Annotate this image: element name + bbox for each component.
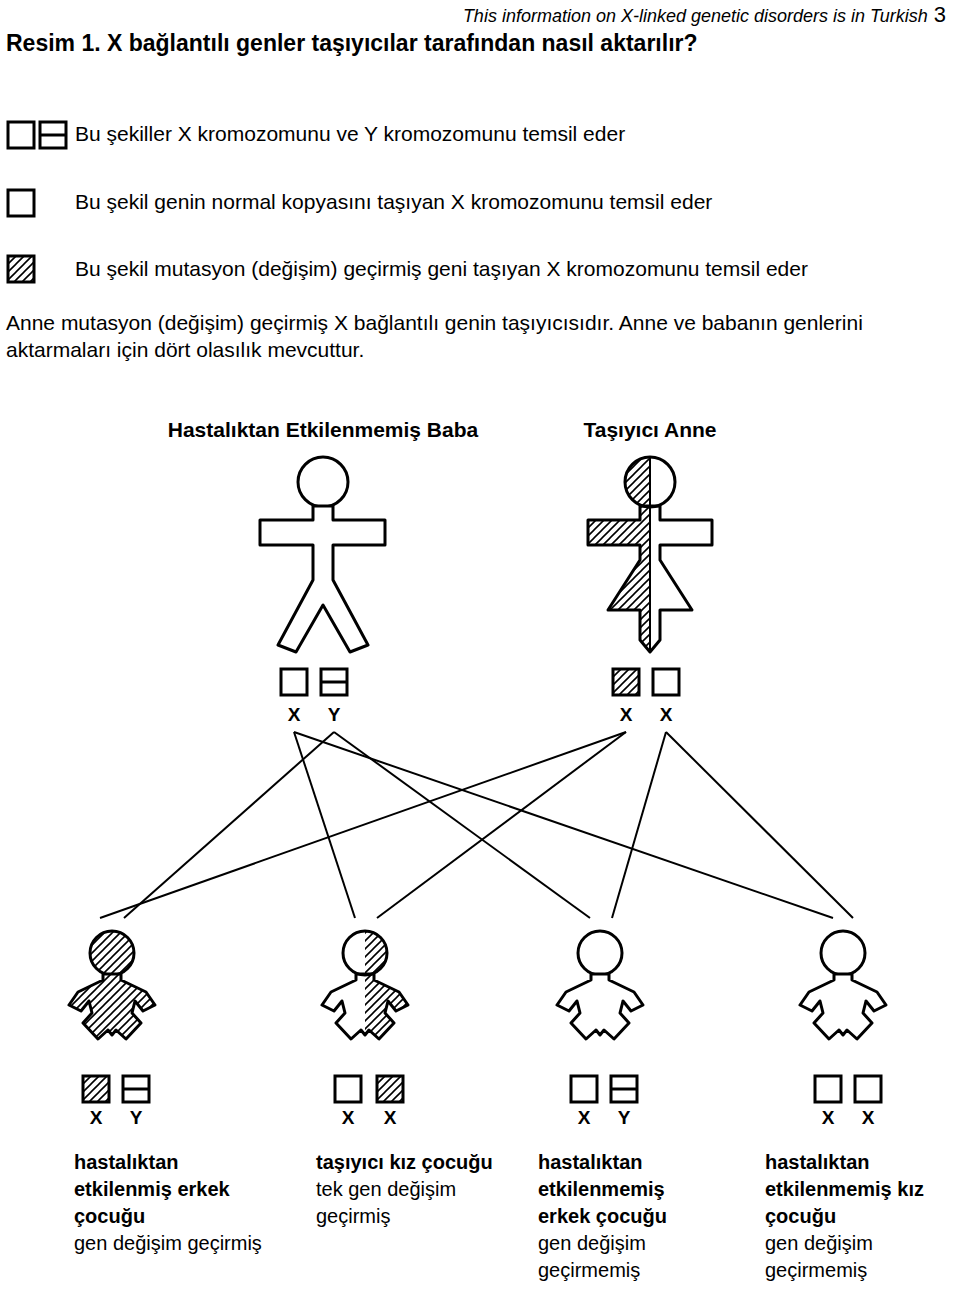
chromosome-letter: X [660, 704, 673, 726]
legend-text: Bu şekiller X kromozomunu ve Y kromozomu… [75, 122, 625, 146]
carrier-daughter-figure [322, 931, 408, 1039]
page-number: 3 [934, 2, 946, 28]
x-chromosome [855, 1076, 881, 1102]
chromosome-letter: Y [130, 1107, 143, 1129]
x-chromosome-symbol [8, 122, 34, 148]
y-chromosome [123, 1076, 149, 1102]
child-node: X Yhastalıktan etkilenmemiş erkek çocuğug… [528, 918, 733, 1286]
parent-heading: Hastalıktan Etkilenmemiş Baba [168, 418, 478, 442]
inheritance-line [294, 732, 355, 918]
chromosome-letter: X [90, 1107, 103, 1129]
unaffected-daughter-figure [800, 931, 886, 1039]
child-status: hastalıktan etkilenmemiş kız çocuğu [765, 1149, 945, 1230]
mutated-x-chromosome [377, 1076, 403, 1102]
father-node: Hastalıktan Etkilenmemiş BabaX Y [140, 418, 510, 730]
child-status: hastalıktan etkilenmemiş erkek çocuğu [538, 1149, 718, 1230]
chromosome-letter: X [384, 1107, 397, 1129]
mother-figure [588, 457, 712, 652]
page-header: This information on X-linked genetic dis… [463, 2, 946, 28]
inheritance-line [612, 732, 666, 918]
inheritance-line [100, 732, 626, 918]
chromosome-letter: Y [618, 1107, 631, 1129]
x-chromosome [815, 1076, 841, 1102]
x-chromosome [335, 1076, 361, 1102]
affected-son-figure [69, 931, 155, 1039]
header-note: This information on X-linked genetic dis… [463, 6, 928, 27]
mother-node: Taşıyıcı AnneX X [520, 418, 780, 730]
unaffected-son-figure [557, 931, 643, 1039]
intro-paragraph: Anne mutasyon (değişim) geçirmiş X bağla… [6, 309, 951, 363]
mutated-x-chromosome [83, 1076, 109, 1102]
legend-text: Bu şekil mutasyon (değişim) geçirmiş gen… [75, 257, 808, 281]
chromosome-letter: X [578, 1107, 591, 1129]
chromosome-letter: X [862, 1107, 875, 1129]
y-chromosome [321, 669, 347, 695]
mutated-x-chromosome [613, 669, 639, 695]
y-chromosome [611, 1076, 637, 1102]
mutated-x-symbol [8, 256, 34, 282]
y-chromosome-symbol [40, 122, 66, 148]
chromosome-letter: Y [328, 704, 341, 726]
chromosome-letter: X [822, 1107, 835, 1129]
child-node: X Xtaşıyıcı kız çocuğutek gen değişim geç… [306, 918, 511, 1232]
x-chromosome [653, 669, 679, 695]
child-node: X Xhastalıktan etkilenmemiş kız çocuğugen… [755, 918, 960, 1286]
child-status: taşıyıcı kız çocuğu [316, 1149, 496, 1176]
normal-x-symbol [8, 190, 34, 216]
x-chromosome [571, 1076, 597, 1102]
mutation-note: gen değişim geçirmemiş [765, 1230, 955, 1284]
chromosome-letter: X [342, 1107, 355, 1129]
chromosome-letter: X [620, 704, 633, 726]
mutation-note: gen değişim geçirmemiş [538, 1230, 728, 1284]
inheritance-line [294, 732, 833, 918]
father-figure [260, 457, 385, 652]
inheritance-line [666, 732, 853, 918]
child-status: hastalıktan etkilenmiş erkek çocuğu [74, 1149, 254, 1230]
mutation-note: gen değişim geçirmiş [74, 1230, 264, 1257]
legend-text: Bu şekil genin normal kopyasını taşıyan … [75, 190, 712, 214]
mutation-note: tek gen değişim geçirmiş [316, 1176, 506, 1230]
x-chromosome [281, 669, 307, 695]
child-node: X Yhastalıktan etkilenmiş erkek çocuğugen… [64, 918, 269, 1259]
figure-title: Resim 1. X bağlantılı genler taşıyıcılar… [6, 30, 698, 57]
inheritance-line [377, 732, 626, 918]
chromosome-letter: X [288, 704, 301, 726]
parent-heading: Taşıyıcı Anne [583, 418, 716, 442]
